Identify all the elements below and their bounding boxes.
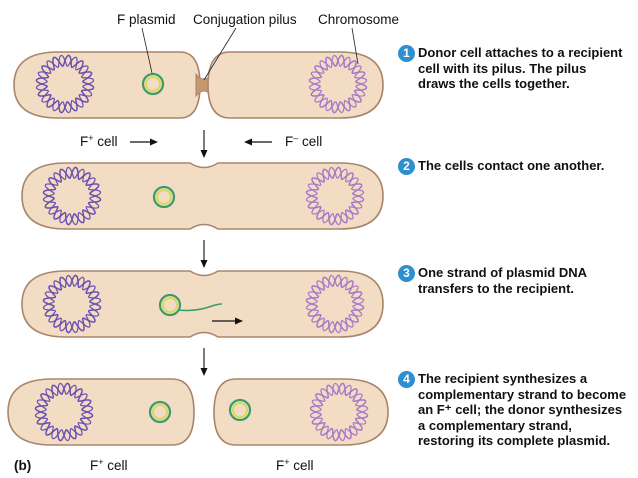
step-4-text: The recipient synthesizes a complementar… [418, 371, 627, 448]
row1-donor-cell [13, 51, 201, 119]
row4-right-f-plasmid [228, 398, 252, 422]
pilus-leader [203, 27, 237, 81]
f-plasmid-label: F plasmid [117, 12, 176, 27]
row-1-attachment [13, 51, 384, 119]
row3-donor-chromosome [42, 274, 102, 334]
row4-left-chromosome [34, 382, 94, 442]
dna-strand [42, 166, 102, 226]
dna-strand [309, 382, 369, 442]
row4-right-cell [213, 378, 389, 446]
final-right-cell-label: F+ cell [276, 457, 314, 473]
row4-left-cell [7, 378, 195, 446]
chromosome-label: Chromosome [318, 12, 399, 27]
recipient-cell-label: F– cell [285, 133, 322, 149]
dna-strand [42, 274, 102, 334]
step-2-text: The cells contact one another. [418, 158, 605, 173]
arrow-left-icon [244, 138, 272, 146]
row2-donor-chromosome [42, 166, 102, 226]
conjugation-pilus-label: Conjugation pilus [193, 12, 297, 27]
step-3-text: One strand of plasmid DNA transfers to t… [418, 265, 588, 296]
dna-strand [35, 54, 95, 114]
final-left-cell-label: F+ cell [90, 457, 128, 473]
dna-strand [34, 382, 94, 442]
dna-strand [305, 166, 365, 226]
dna-strand [308, 54, 368, 114]
arrow-right-icon [130, 138, 158, 146]
arrow-down-icon [200, 348, 208, 376]
row-4-result [7, 378, 389, 446]
dna-strand [305, 274, 365, 334]
row2-f-plasmid [152, 185, 176, 209]
row2-recipient-chromosome [305, 166, 365, 226]
arrow-down-icon [200, 130, 208, 158]
row4-left-f-plasmid [148, 400, 172, 424]
row1-f-plasmid [141, 72, 165, 96]
donor-cell-label: F+ cell [80, 133, 118, 149]
step-2-badge: 2 [398, 158, 415, 175]
step-1-text: Donor cell attaches to a recipient cell … [418, 45, 623, 91]
chromosome-leader [351, 27, 359, 65]
step-1-badge: 1 [398, 45, 415, 62]
arrow-down-icon [200, 240, 208, 268]
row1-recipient-cell [207, 51, 384, 119]
arrow-right-icon [212, 317, 243, 325]
step-4-badge: 4 [398, 371, 415, 388]
row-2-contact [21, 162, 384, 230]
row2-joined-cells [21, 162, 384, 230]
row3-joined-cells [21, 270, 384, 338]
row4-right-chromosome [309, 382, 369, 442]
row3-transferring-plasmid [158, 293, 223, 317]
step-3-badge: 3 [398, 265, 415, 282]
panel-tag: (b) [14, 458, 31, 473]
row-3-transfer [21, 270, 384, 338]
row3-recipient-chromosome [305, 274, 365, 334]
row1-donor-chromosome [35, 54, 95, 114]
f-plasmid-leader [141, 27, 153, 74]
row1-recipient-chromosome [308, 54, 368, 114]
